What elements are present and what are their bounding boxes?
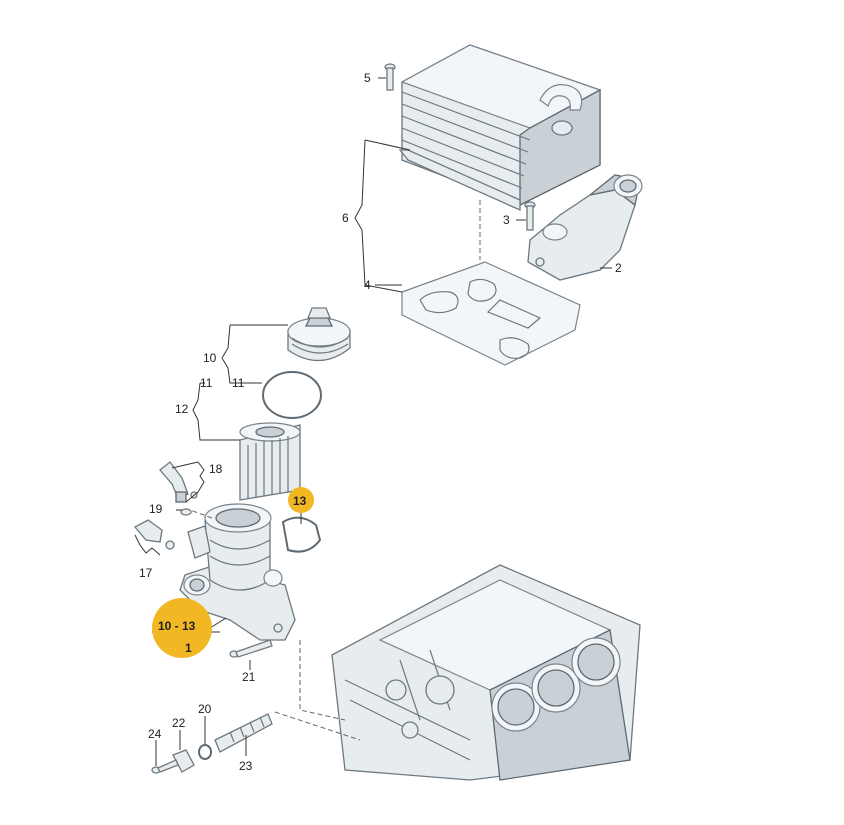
oil-cooler — [398, 44, 602, 212]
callout-2: 2 — [615, 261, 622, 275]
oil-filter-element — [239, 422, 301, 501]
callout-6: 6 — [342, 211, 349, 225]
callout-10-13: 10 - 13 — [158, 619, 196, 633]
callout-11-b: 11 — [232, 376, 245, 390]
bolt-21 — [229, 639, 273, 658]
callout-11-a: 11 — [200, 376, 213, 390]
callout-5: 5 — [364, 71, 371, 85]
callout-23: 23 — [239, 759, 253, 773]
callout-18: 18 — [209, 462, 223, 476]
leader-lines — [134, 77, 612, 766]
callout-1: 1 — [185, 641, 192, 655]
callout-12: 12 — [175, 402, 189, 416]
bolt-3 — [524, 201, 536, 231]
housing-22 — [172, 749, 195, 773]
sensor-18 — [159, 461, 189, 503]
gasket-13 — [281, 516, 322, 553]
bolt-24 — [151, 759, 179, 774]
callout-22: 22 — [172, 716, 186, 730]
cooler-gasket — [401, 261, 581, 366]
callout-17: 17 — [139, 566, 153, 580]
highlight-10-13 — [152, 598, 212, 658]
oil-filter-cap — [287, 307, 351, 362]
callout-20: 20 — [198, 702, 212, 716]
o-ring-20 — [198, 744, 212, 760]
callout-3: 3 — [503, 213, 510, 227]
callout-24: 24 — [148, 727, 162, 741]
highlight-13 — [288, 487, 314, 513]
coolant-fitting — [527, 174, 643, 281]
sensor-17 — [133, 519, 175, 550]
callout-4: 4 — [364, 278, 371, 292]
alignment-lines — [189, 200, 481, 741]
oil-filter-housing — [179, 503, 296, 641]
callout-19: 19 — [149, 502, 163, 516]
callout-21: 21 — [242, 670, 256, 684]
engine-block — [331, 564, 641, 781]
callout-10: 10 — [203, 351, 217, 365]
bolt-5 — [384, 63, 396, 91]
threaded-sleeve-23 — [214, 713, 273, 753]
seal-19 — [180, 491, 198, 516]
o-ring-11 — [262, 371, 322, 419]
callout-13: 13 — [293, 494, 307, 508]
